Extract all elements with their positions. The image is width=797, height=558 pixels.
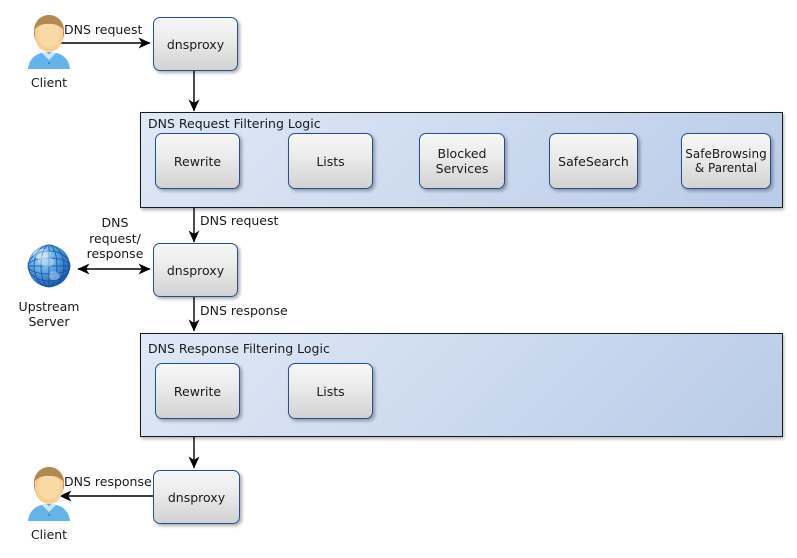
request-stage-blocked-services-line1: Blocked [437, 146, 487, 161]
edge-label-upstream: DNS request/ response [75, 215, 155, 262]
dnsproxy-bottom-node[interactable]: dnsproxy [153, 470, 240, 524]
actor-label-line2: Server [28, 314, 70, 329]
edge-label-upstream-line1: DNS [101, 215, 129, 230]
response-stage-lists-label: Lists [316, 383, 345, 399]
actor-upstream-server: Upstream Server [10, 240, 88, 329]
request-stage-safesearch-label: SafeSearch [558, 153, 629, 169]
actor-client-bottom: Client [10, 464, 88, 542]
request-stage-rewrite[interactable]: Rewrite [155, 133, 240, 189]
request-stage-safebrowsing-parental[interactable]: SafeBrowsing & Parental [681, 133, 771, 189]
edge-label-proxy-to-client: DNS response [64, 474, 152, 489]
response-stage-lists[interactable]: Lists [288, 363, 373, 419]
actor-client-top: Client [10, 12, 88, 90]
dnsproxy-middle-label: dnsproxy [166, 262, 225, 278]
dnsproxy-middle-node[interactable]: dnsproxy [153, 243, 238, 297]
edge-label-upstream-line3: response [86, 246, 144, 262]
user-avatar-icon [28, 467, 70, 521]
request-stage-lists-label: Lists [316, 153, 345, 169]
request-stage-safebrowsing-parental-line2: & Parental [694, 161, 758, 175]
request-stage-safebrowsing-parental-line1: SafeBrowsing [685, 146, 767, 161]
actor-label: Client [30, 75, 68, 90]
response-panel-title: DNS Response Filtering Logic [148, 341, 330, 356]
dnsproxy-bottom-label: dnsproxy [167, 489, 226, 505]
dnsproxy-top-label: dnsproxy [166, 36, 225, 52]
actor-label-line1: Upstream [18, 299, 80, 314]
edge-label-upstream-line2: request/ [89, 230, 141, 246]
edge-label-proxy-to-response-panel: DNS response [200, 303, 288, 318]
request-stage-safesearch[interactable]: SafeSearch [549, 133, 638, 189]
request-stage-rewrite-label: Rewrite [173, 153, 222, 169]
edge-label-client-to-proxy: DNS request [64, 22, 143, 37]
dnsproxy-top-node[interactable]: dnsproxy [153, 17, 238, 71]
request-stage-blocked-services[interactable]: Blocked Services [419, 133, 505, 189]
response-filtering-panel [140, 333, 783, 437]
response-stage-rewrite[interactable]: Rewrite [155, 363, 240, 419]
request-panel-title: DNS Request Filtering Logic [148, 116, 321, 131]
response-stage-rewrite-label: Rewrite [173, 383, 222, 399]
edge-label-proxy-to-request-panel: DNS request [200, 213, 279, 228]
request-stage-blocked-services-line2: Services [435, 161, 489, 176]
globe-icon [27, 244, 71, 288]
user-avatar-icon [28, 15, 70, 69]
request-stage-lists[interactable]: Lists [288, 133, 373, 189]
actor-label: Client [30, 527, 68, 542]
